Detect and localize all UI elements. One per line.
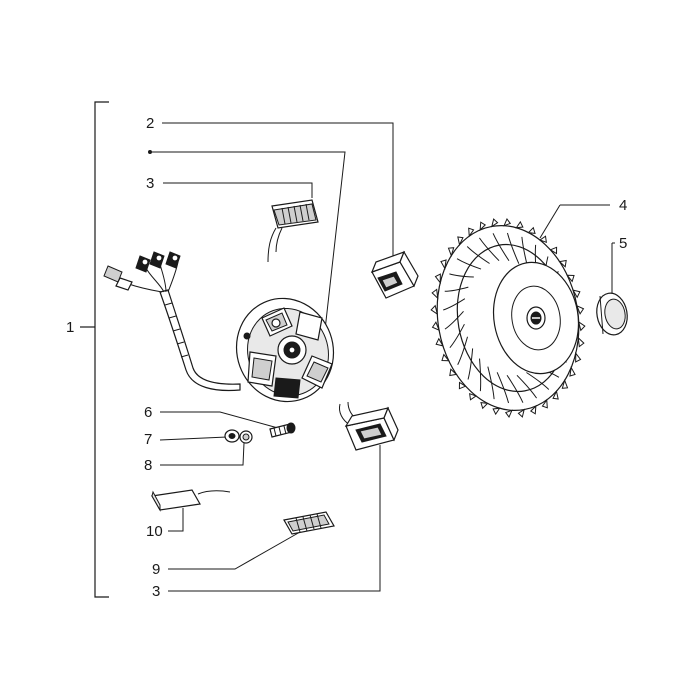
fan-blade-tooth [440, 259, 447, 270]
fan-blade-tooth [577, 320, 586, 332]
flywheel-fan-blades [430, 217, 586, 419]
fan-blade-tooth [577, 336, 585, 348]
fan-blade-tooth [575, 351, 582, 363]
fan-blade-tooth [569, 366, 576, 377]
callout-3-top: 3 [146, 175, 154, 192]
fan-blade-tooth [527, 226, 536, 234]
fan-vane [506, 374, 524, 403]
fan-blade-tooth [538, 235, 547, 244]
fan-blade-tooth [434, 273, 441, 285]
coil-part-2 [370, 250, 419, 299]
fan-vane [496, 372, 510, 404]
callout-7: 7 [144, 431, 152, 448]
fan-blade-tooth [572, 289, 581, 299]
coil-part-3-top [267, 199, 319, 263]
coil-part-9 [283, 511, 335, 535]
fan-vane [449, 273, 474, 278]
fan-vane [506, 232, 520, 264]
fan-blade-tooth [492, 407, 501, 416]
fan-blade-tooth [479, 221, 487, 232]
fan-blade-tooth [431, 288, 439, 300]
fan-blade-tooth [515, 220, 524, 229]
fan-blade-tooth [491, 218, 499, 228]
fan-vane [443, 298, 466, 311]
fan-blade-tooth [503, 217, 512, 227]
fan-blade-tooth [430, 304, 439, 316]
coil-part-3-bottom [339, 401, 399, 451]
fan-vane [479, 358, 482, 392]
stator-plate [103, 251, 335, 403]
fan-blade-tooth [449, 368, 458, 377]
cap-part-5 [596, 292, 628, 336]
fan-blade-tooth [447, 247, 455, 258]
fan-blade-tooth [529, 404, 537, 415]
callout-8: 8 [144, 457, 152, 474]
leader-lines [148, 122, 615, 592]
callout-5: 5 [619, 235, 627, 252]
callout-2: 2 [146, 115, 154, 132]
fan-blade-tooth [435, 337, 444, 347]
fan-blade-tooth [431, 321, 440, 332]
fan-vane [467, 348, 474, 380]
fan-blade-tooth [566, 274, 575, 283]
fan-blade-tooth [561, 378, 569, 389]
assembly-bracket [80, 101, 109, 598]
callout-3-bottom: 3 [152, 583, 160, 600]
fan-blade-tooth [558, 259, 567, 268]
fan-blade-tooth [480, 402, 489, 410]
fan-vane [444, 286, 469, 292]
fan-blade-tooth [517, 408, 525, 418]
fan-vane [487, 366, 495, 400]
fan-blade-tooth [549, 246, 558, 255]
fan-vane [456, 258, 482, 270]
fan-vane [516, 374, 537, 399]
screw-part-6 [269, 422, 296, 438]
callout-9: 9 [152, 561, 160, 578]
flywheel-part-4 [430, 217, 586, 419]
connector-part-10 [151, 489, 231, 512]
fan-vane [492, 233, 510, 262]
fan-blade-tooth [441, 353, 450, 362]
fan-blade-tooth [457, 236, 464, 247]
fan-vane [466, 246, 490, 264]
washer-part-8 [239, 430, 253, 444]
fan-blade-tooth [552, 389, 559, 400]
callout-10: 10 [146, 523, 163, 540]
fan-blade-tooth [469, 392, 478, 401]
fan-vane [457, 336, 468, 365]
fan-blade-tooth [468, 227, 475, 238]
callout-4: 4 [619, 197, 627, 214]
fan-blade-tooth [504, 409, 513, 419]
fan-vane [444, 310, 464, 330]
fan-vane [449, 323, 465, 349]
fan-blade-tooth [541, 398, 548, 409]
callout-6: 6 [144, 404, 152, 421]
callout-1: 1 [66, 319, 74, 336]
fan-vane [526, 372, 550, 390]
fan-vane [479, 237, 500, 262]
fan-blade-tooth [458, 381, 467, 390]
fan-blade-tooth [576, 304, 585, 315]
nut-part-7 [224, 429, 240, 443]
